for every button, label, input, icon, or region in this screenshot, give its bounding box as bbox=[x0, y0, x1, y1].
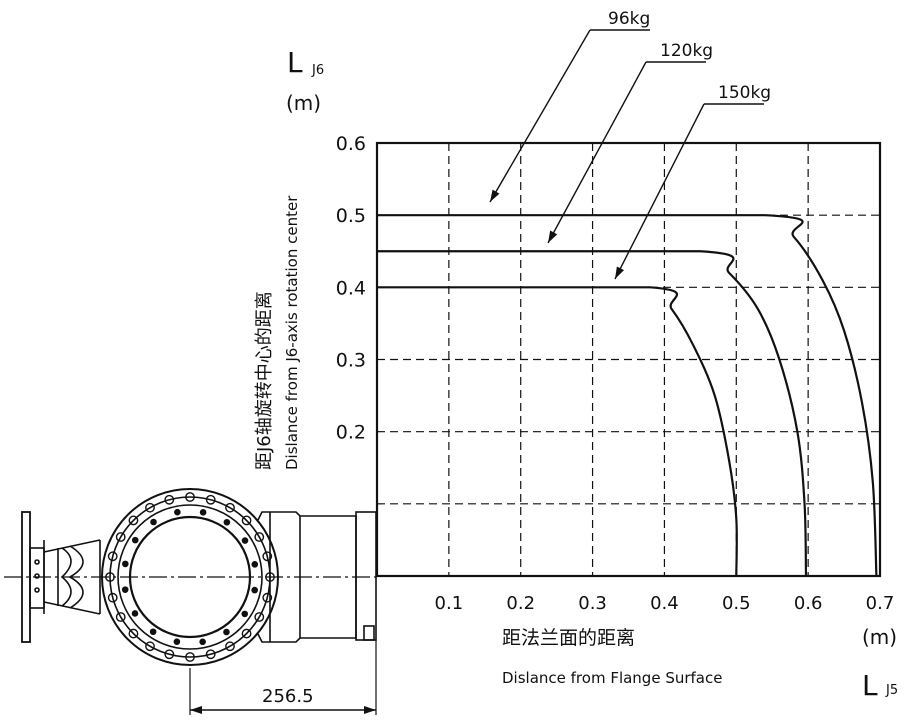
bolt-hole bbox=[173, 638, 181, 645]
x-tick-label: 0.6 bbox=[794, 593, 823, 614]
bolt-hole bbox=[225, 641, 235, 652]
bolt-hole bbox=[131, 536, 139, 544]
bolt-hole bbox=[262, 551, 273, 562]
bolt-hole bbox=[174, 508, 181, 516]
bolt-hole bbox=[223, 518, 231, 526]
bolt-hole bbox=[115, 532, 126, 542]
bolt-hole bbox=[128, 628, 139, 639]
x-axis-label-en: Dislance from Flange Surface bbox=[502, 669, 722, 687]
y-axis-subscript: J6 bbox=[311, 63, 324, 78]
y-axis-label-cn: 距J6轴旋转中心的距离 bbox=[254, 291, 275, 470]
leader-line bbox=[614, 103, 705, 280]
bolt-hole bbox=[105, 572, 115, 582]
bolt-hole bbox=[254, 612, 265, 622]
bolt-holes bbox=[105, 492, 275, 662]
curve-150kg bbox=[376, 286, 738, 577]
bolt-hole bbox=[241, 515, 252, 526]
leader-line bbox=[489, 29, 591, 203]
y-tick-labels: 0.2 0.3 0.4 0.5 0.6 bbox=[336, 133, 366, 444]
bolt-hole bbox=[205, 649, 216, 660]
bolt-hole bbox=[185, 492, 195, 502]
y-axis-symbol: L bbox=[287, 46, 303, 79]
bolt-hole bbox=[122, 560, 129, 568]
curves bbox=[376, 214, 878, 577]
bolt-hole bbox=[150, 518, 157, 526]
bolt-hole bbox=[131, 610, 139, 617]
x-axis-unit: (m) bbox=[862, 625, 897, 649]
bolt-hole bbox=[185, 652, 195, 662]
robot-wrist-drawing bbox=[4, 488, 377, 715]
leader-arrow bbox=[548, 230, 558, 243]
bolt-hole bbox=[205, 494, 216, 505]
bolt-hole bbox=[145, 502, 155, 513]
x-axis-symbol: L bbox=[862, 669, 878, 702]
dimension-value: 256.5 bbox=[262, 686, 314, 707]
curve-96kg bbox=[376, 214, 878, 577]
bolt-hole bbox=[223, 628, 230, 636]
x-tick-label: 0.1 bbox=[435, 593, 464, 614]
leader-line bbox=[547, 61, 647, 244]
leaders: 96kg 120kg 150kg bbox=[489, 9, 771, 280]
y-tick-label: 0.5 bbox=[336, 205, 366, 227]
y-axis-label-en: Dislance from J6-axis rotation center bbox=[283, 195, 301, 470]
x-axis-label-cn: 距法兰面的距离 bbox=[502, 627, 635, 649]
bolt-hole bbox=[149, 628, 157, 636]
bolt-hole bbox=[115, 612, 126, 622]
bolt-hole bbox=[225, 502, 235, 513]
bolt-hole bbox=[241, 628, 252, 639]
bolt-hole bbox=[241, 537, 249, 544]
bolt-hole bbox=[199, 509, 207, 516]
curve-120kg bbox=[376, 250, 808, 577]
x-tick-label: 0.7 bbox=[866, 593, 895, 614]
bolt-hole bbox=[121, 586, 129, 593]
series-label: 96kg bbox=[608, 9, 650, 29]
y-tick-label: 0.6 bbox=[336, 133, 366, 155]
bolt-hole bbox=[251, 561, 259, 568]
plot-frame bbox=[375, 141, 882, 578]
bolt-hole bbox=[164, 649, 175, 660]
bolt-hole bbox=[199, 638, 206, 646]
y-tick-label: 0.3 bbox=[336, 350, 366, 372]
y-tick-label: 0.2 bbox=[336, 422, 366, 444]
series-label: 150kg bbox=[718, 83, 771, 103]
bolt-hole bbox=[164, 494, 175, 505]
x-tick-label: 0.2 bbox=[506, 593, 535, 614]
x-tick-labels: 0.1 0.2 0.3 0.4 0.5 0.6 0.7 bbox=[435, 593, 895, 614]
leader-arrow bbox=[490, 189, 500, 202]
y-axis-unit: (m) bbox=[286, 91, 321, 115]
series-label: 120kg bbox=[660, 41, 713, 61]
y-tick-label: 0.4 bbox=[336, 277, 366, 299]
bolt-hole bbox=[254, 532, 265, 542]
bolt-hole bbox=[262, 592, 273, 603]
leader-arrow bbox=[615, 266, 625, 279]
x-tick-label: 0.4 bbox=[650, 593, 679, 614]
x-tick-label: 0.3 bbox=[578, 593, 607, 614]
bolt-hole bbox=[107, 551, 118, 562]
bolt-hole bbox=[107, 592, 118, 603]
bolt-hole bbox=[251, 586, 258, 594]
bolt-hole bbox=[241, 610, 249, 618]
x-tick-label: 0.5 bbox=[722, 593, 751, 614]
bolt-hole bbox=[128, 515, 139, 526]
bolt-hole bbox=[265, 572, 275, 582]
bolt-hole bbox=[145, 641, 155, 652]
x-axis-subscript: J5 bbox=[885, 683, 898, 698]
